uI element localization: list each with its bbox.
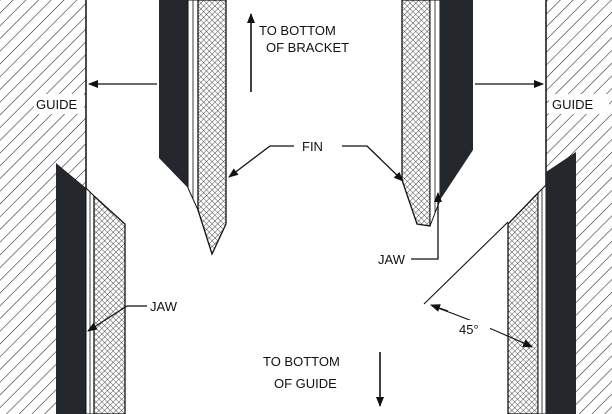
angle-label: 45° — [459, 322, 479, 337]
guide-right-label: GUIDE — [552, 97, 594, 112]
fin-label: FIN — [302, 139, 323, 154]
left-jaw — [56, 163, 126, 414]
jaw-lower-label: JAW — [150, 299, 178, 314]
angle-reference-line — [423, 221, 509, 305]
fin-leader-right — [342, 145, 404, 182]
jaw-upper-label: JAW — [378, 252, 406, 267]
to-bottom-of-bracket-label: TO BOTTOM OF BRACKET — [259, 23, 349, 55]
left-bracket-fin — [159, 0, 227, 256]
guide-left-label: GUIDE — [36, 97, 78, 112]
jaw-lower-leader — [87, 305, 147, 332]
jaw-upper-leader — [411, 192, 442, 260]
angle-arc-arrow-start — [430, 304, 449, 312]
right-bracket-fin — [401, 0, 473, 227]
right-jaw — [507, 152, 576, 414]
fin-leader-left — [228, 145, 294, 178]
to-bottom-of-guide-label: TO BOTTOM OF GUIDE — [263, 354, 343, 391]
